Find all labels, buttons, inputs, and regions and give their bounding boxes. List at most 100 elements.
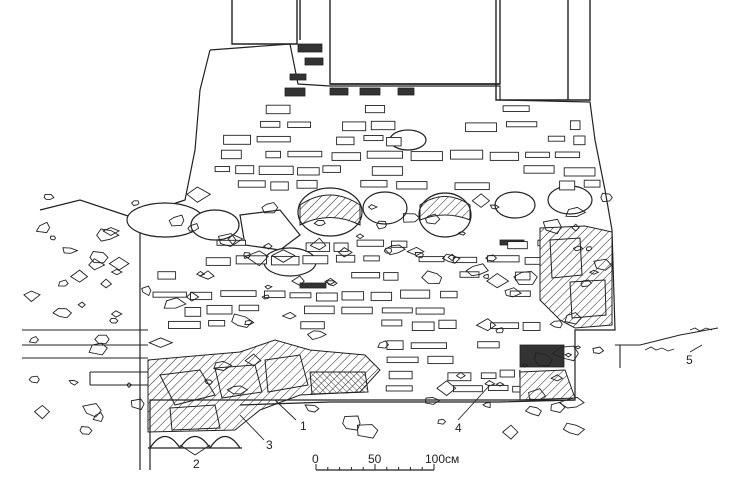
rubble-stone bbox=[573, 345, 582, 350]
brick bbox=[487, 384, 509, 391]
rubble-stone bbox=[441, 253, 461, 264]
brick bbox=[477, 341, 500, 349]
rubble-stone bbox=[108, 256, 130, 271]
brick bbox=[157, 271, 177, 280]
upper-wall-outline bbox=[231, 0, 591, 101]
rubble-stone bbox=[489, 204, 500, 210]
scale-label-0: 0 bbox=[312, 452, 319, 466]
scale-bar: 0 50 100см bbox=[312, 452, 459, 471]
brick bbox=[341, 306, 373, 315]
rubble-stone bbox=[186, 186, 212, 203]
brick bbox=[415, 307, 445, 315]
brick bbox=[287, 121, 311, 128]
brick bbox=[512, 385, 521, 393]
rubble-stone bbox=[126, 382, 133, 389]
rubble-stone bbox=[33, 404, 51, 420]
rubble-stone bbox=[551, 345, 579, 362]
rubble-stone bbox=[100, 278, 113, 289]
rubble-stone bbox=[565, 206, 587, 217]
rubble-stone bbox=[89, 251, 109, 264]
brick bbox=[381, 319, 403, 327]
rubble-stone bbox=[185, 291, 200, 302]
brick bbox=[356, 239, 385, 247]
rubble-stone bbox=[421, 270, 443, 285]
rubble-stone bbox=[495, 327, 504, 334]
scale-label-50: 50 bbox=[368, 452, 382, 466]
brick bbox=[190, 291, 213, 301]
rubble-stone bbox=[424, 213, 441, 225]
rubble-stone bbox=[592, 346, 605, 354]
rubble-stone bbox=[564, 352, 573, 358]
rubble-stone bbox=[271, 249, 296, 263]
rubble-stone bbox=[504, 287, 522, 298]
brick-courses bbox=[152, 104, 601, 393]
rubble-stone bbox=[92, 412, 104, 423]
rubble-stone bbox=[261, 294, 270, 300]
brick bbox=[514, 271, 531, 281]
brick bbox=[220, 149, 242, 160]
callout-3: 3 bbox=[266, 438, 273, 452]
rubble-stone bbox=[571, 223, 580, 232]
rubble-stone bbox=[264, 284, 273, 290]
dark-bricks-top bbox=[284, 43, 565, 368]
rubble-stone bbox=[163, 297, 187, 309]
rubble-stone bbox=[501, 424, 519, 440]
scale-label-100: 100см bbox=[425, 452, 459, 466]
rubble-stone bbox=[52, 308, 73, 319]
rubble-stone bbox=[226, 385, 249, 395]
rubble-stone bbox=[23, 290, 41, 303]
rubble-stone bbox=[356, 424, 379, 439]
brick bbox=[559, 180, 576, 191]
brick bbox=[383, 272, 399, 281]
rubble-stone bbox=[484, 379, 496, 387]
rubble-stone bbox=[324, 277, 337, 285]
brick bbox=[335, 254, 356, 263]
rubble-stone bbox=[204, 379, 214, 385]
brick bbox=[223, 134, 251, 145]
brick bbox=[418, 256, 445, 263]
brick bbox=[270, 181, 289, 191]
rubble-stone bbox=[313, 219, 326, 226]
brick bbox=[258, 165, 294, 175]
rubble-stone bbox=[28, 335, 39, 344]
rubble-stone bbox=[437, 418, 447, 425]
scale-label-100-value: 100 bbox=[425, 452, 445, 466]
brick bbox=[363, 135, 384, 142]
brick bbox=[386, 340, 404, 350]
rubble-stone bbox=[227, 234, 244, 246]
brick bbox=[410, 342, 447, 349]
brick bbox=[331, 152, 362, 161]
rubble-stone bbox=[244, 353, 262, 367]
brick bbox=[438, 319, 457, 329]
rubble-stone bbox=[406, 246, 425, 256]
brick bbox=[184, 307, 202, 317]
rubble-stone bbox=[168, 214, 185, 227]
brick bbox=[507, 241, 528, 250]
rubble-stone bbox=[35, 221, 51, 234]
brick bbox=[364, 105, 386, 114]
brick bbox=[168, 320, 201, 329]
brick bbox=[289, 292, 312, 299]
brick bbox=[214, 166, 231, 173]
brick bbox=[305, 242, 331, 252]
brick bbox=[256, 135, 291, 143]
brick bbox=[366, 150, 403, 159]
brick bbox=[370, 120, 396, 131]
rubble-stone bbox=[28, 375, 40, 384]
rubble-stone bbox=[79, 426, 93, 435]
brick bbox=[411, 321, 435, 331]
hatched-stone-caps bbox=[299, 194, 471, 226]
rubble-stone bbox=[130, 200, 140, 206]
brick bbox=[490, 322, 520, 329]
rubble-stone bbox=[88, 258, 106, 271]
brick bbox=[315, 292, 338, 302]
rubble-stone bbox=[49, 235, 57, 241]
brick bbox=[505, 121, 538, 128]
brick bbox=[264, 290, 286, 299]
brick bbox=[554, 151, 581, 159]
rubble-stone bbox=[88, 342, 108, 356]
brick bbox=[489, 151, 520, 161]
brick bbox=[360, 179, 388, 188]
rubble-stone bbox=[261, 202, 279, 214]
